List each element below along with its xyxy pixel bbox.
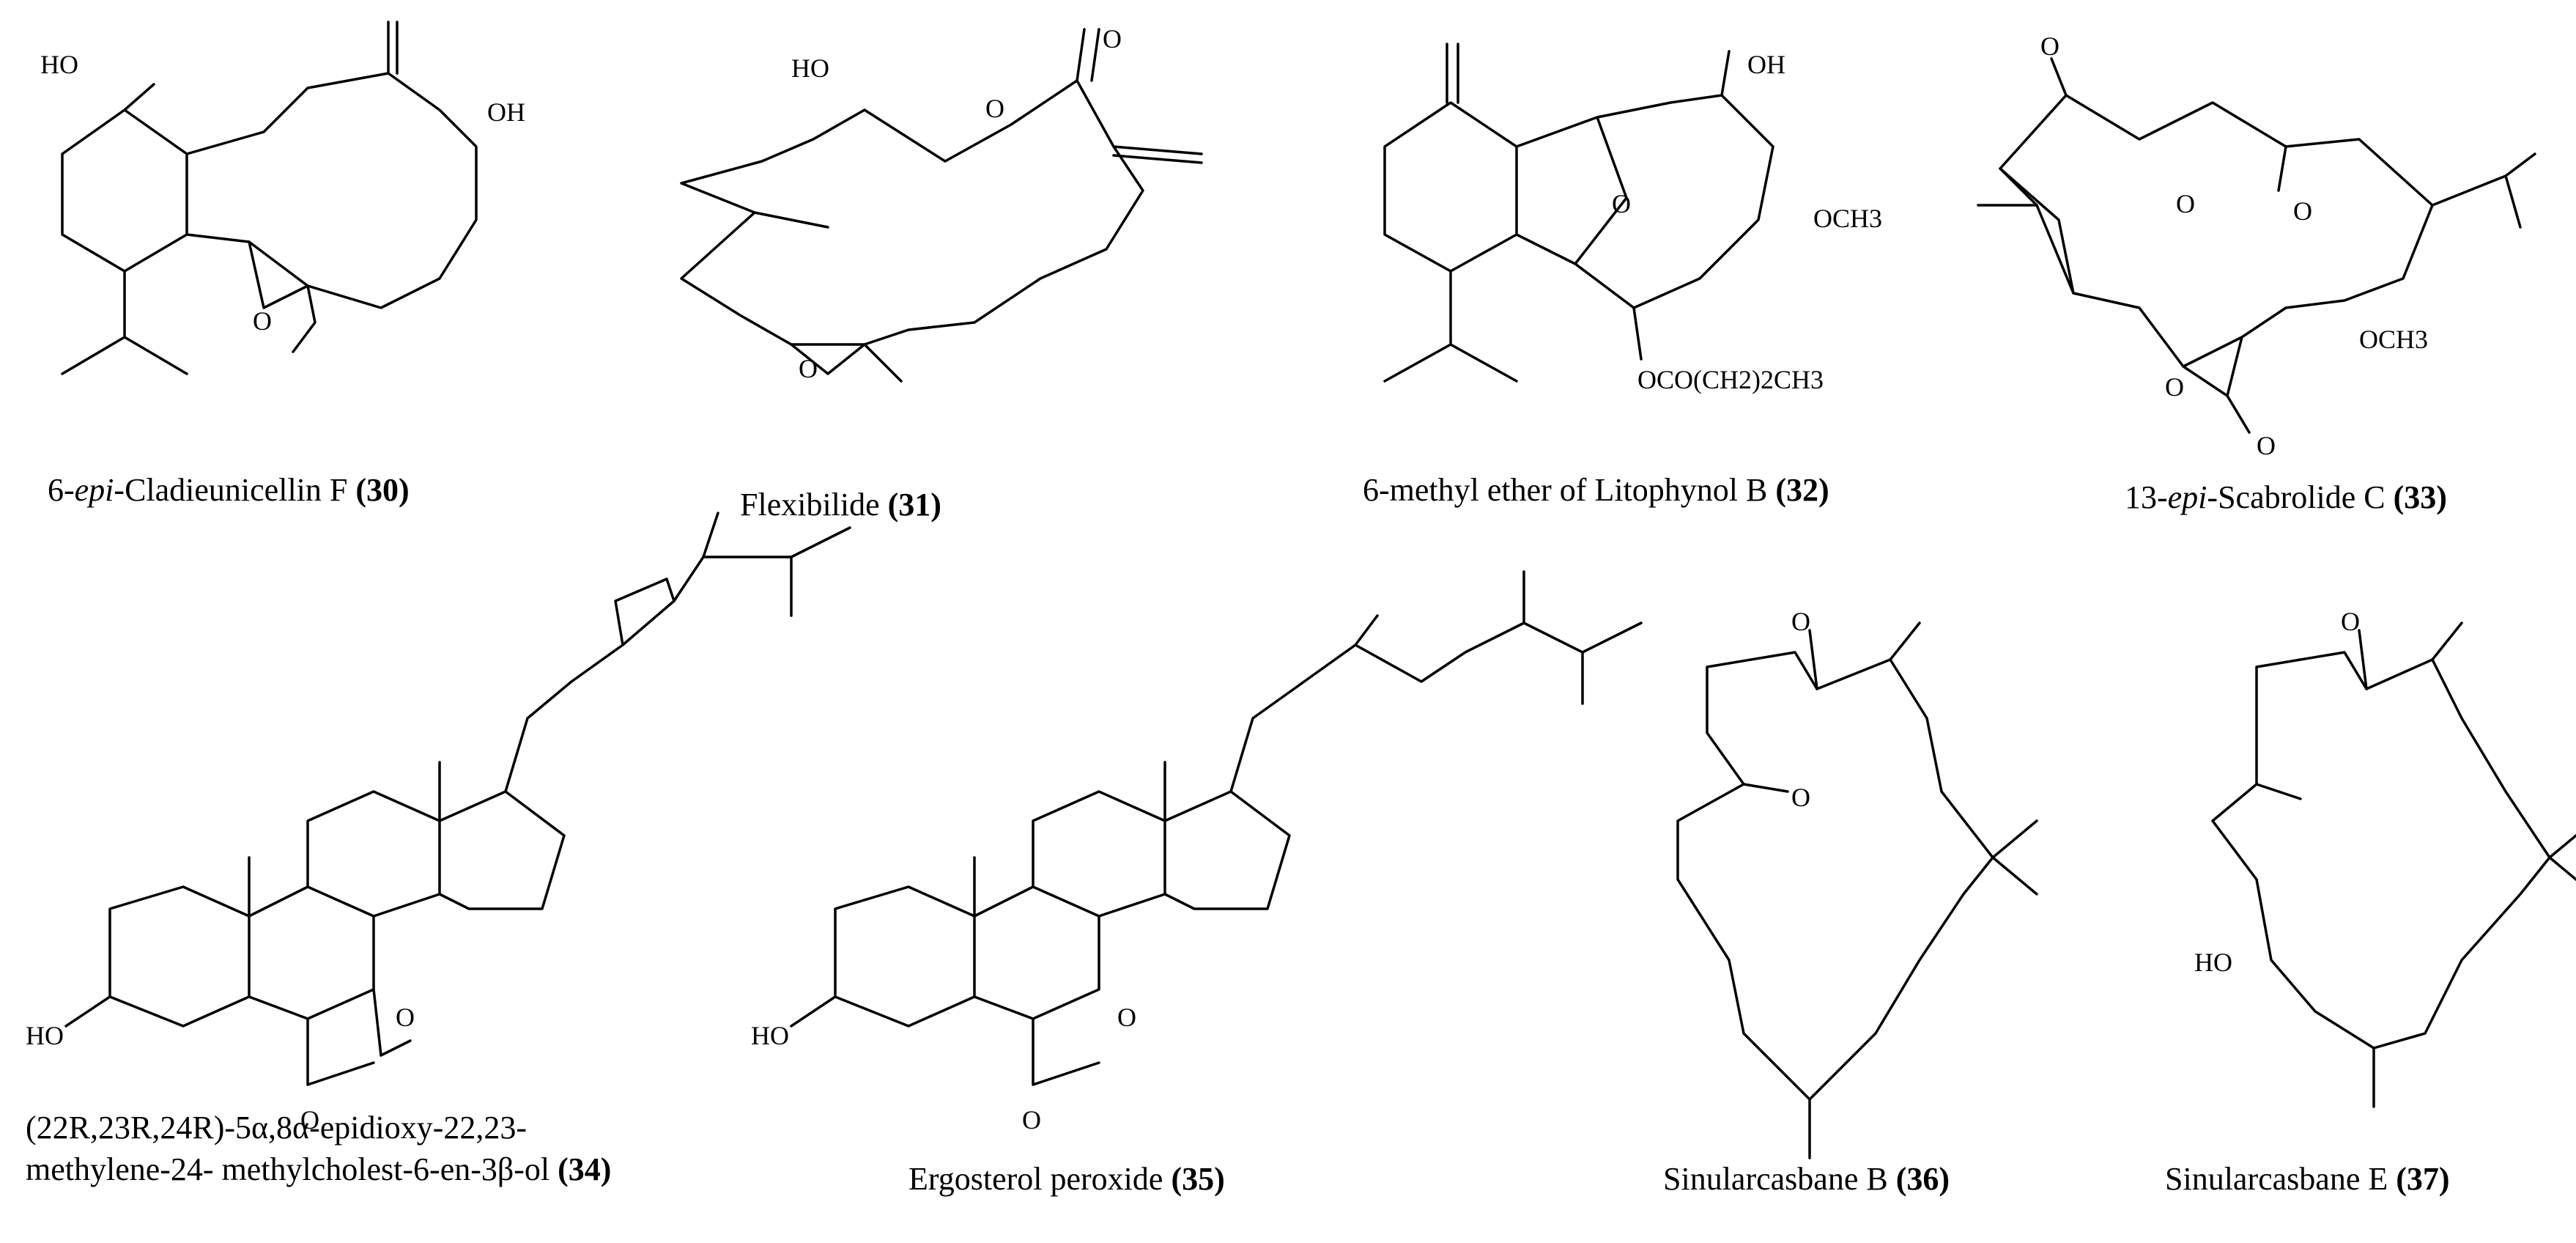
atom-ho-37: HO xyxy=(2194,948,2232,977)
caption-36: Sinularcasbane B (36) xyxy=(1663,1161,1950,1197)
structure-34 xyxy=(64,512,851,1086)
atom-o-33-carbonyl: O xyxy=(2257,431,2276,460)
atom-o-34-b: O xyxy=(300,1105,319,1135)
structure-36 xyxy=(1676,622,2038,1159)
caption-34-line1: (22R,23R,24R)-5α,8α-epidioxy-22,23- xyxy=(26,1110,528,1146)
atom-o-35-b: O xyxy=(1022,1105,1041,1135)
atom-o-35-a: O xyxy=(1117,1003,1136,1032)
atom-o-33-a: O xyxy=(2040,32,2059,61)
atom-o-33-ether: O xyxy=(2176,189,2195,218)
atom-och3-33: OCH3 xyxy=(2359,325,2428,354)
structure-33 xyxy=(1977,57,2536,434)
caption-32: 6-methyl ether of Litophynol B (32) xyxy=(1363,472,1829,508)
caption-37: Sinularcasbane E (37) xyxy=(2165,1161,2450,1197)
atom-oh-30: OH xyxy=(487,97,525,127)
atom-oh-32: OH xyxy=(1747,50,1785,79)
atom-ho-34: HO xyxy=(26,1021,64,1050)
atom-ho-30: HO xyxy=(40,50,78,79)
atom-o-34-a: O xyxy=(396,1003,415,1032)
atom-o-33-lactone: O xyxy=(2165,372,2184,402)
atom-o-31-carbonyl: O xyxy=(1103,24,1122,54)
structure-32 xyxy=(1383,43,1774,383)
atom-o-37: O xyxy=(2341,607,2360,636)
caption-31: Flexibilide (31) xyxy=(740,487,941,523)
atom-o-32-ether: O xyxy=(1612,189,1631,218)
caption-34-line2: methylene-24- methylcholest-6-en-3β-ol (… xyxy=(26,1151,612,1188)
atom-o-36-a: O xyxy=(1791,607,1810,636)
structure-35 xyxy=(790,570,1643,1086)
structure-30 xyxy=(61,21,478,375)
atom-o-36-b: O xyxy=(1791,783,1810,812)
atom-o-31-ester: O xyxy=(985,94,1004,123)
atom-ho-31: HO xyxy=(791,54,829,83)
atom-o-30: O xyxy=(253,306,272,336)
atom-ester-32: OCO(CH2)2CH3 xyxy=(1637,365,1824,394)
atom-labels: HO OH O HO O O O OH OCH3 O OCO(CH2)2CH3 … xyxy=(26,24,2428,1135)
structure-31 xyxy=(680,28,1203,383)
atom-o-33-b: O xyxy=(2293,196,2312,226)
atom-och3-32: OCH3 xyxy=(1813,204,1882,233)
atom-ho-35: HO xyxy=(751,1021,789,1050)
caption-35: Ergosterol peroxide (35) xyxy=(908,1161,1225,1197)
caption-34: (22R,23R,24R)-5α,8α-epidioxy-22,23- meth… xyxy=(26,1107,611,1190)
structure-37 xyxy=(2211,622,2576,1108)
atom-o-31-epoxide: O xyxy=(799,354,818,383)
caption-33: 13-epi-Scabrolide C (33) xyxy=(2125,479,2447,515)
caption-30: 6-epi-Cladieunicellin F (30) xyxy=(48,472,410,508)
